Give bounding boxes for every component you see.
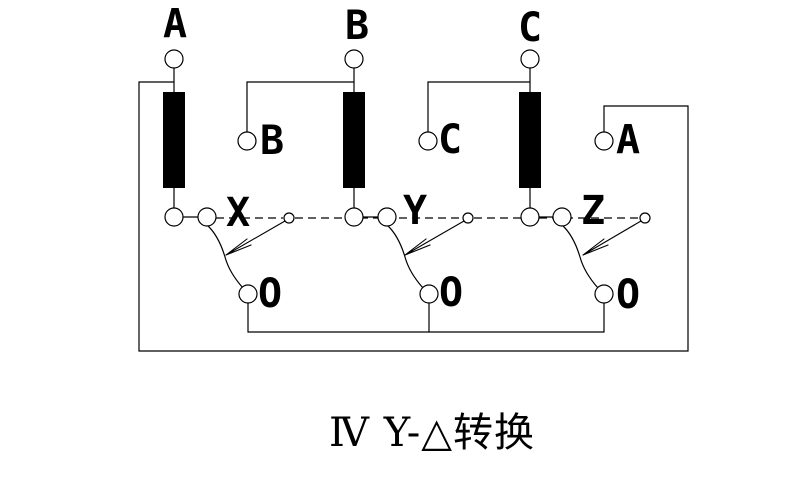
switch-arrow-b [404,220,465,256]
winding-b [343,92,365,188]
label-neutral-o3: O [615,272,641,318]
flex-wire-b [386,224,424,289]
switch-arrow-a [225,220,286,256]
label-phase-c-top: C [517,5,543,51]
label-secondary-c: C [437,117,463,163]
winding-c [519,92,541,188]
terminal-b-top [344,49,364,69]
label-neutral-o1: O [257,271,283,317]
label-winding-end-x: X [225,190,251,236]
secondary-c-link-wire [427,81,531,133]
terminal-neutral-2 [419,284,439,304]
terminal-b-end-2 [377,207,397,227]
flex-wire-a [206,224,244,289]
terminal-a-end-2 [197,207,217,227]
label-secondary-a: A [615,117,641,163]
pivot-point-b [462,212,474,224]
label-winding-end-y: Y [402,188,428,234]
pivot-point-a [283,212,295,224]
terminal-a-top [164,49,184,69]
terminal-secondary-c [418,131,438,151]
label-winding-end-z: Z [580,188,606,234]
figure-caption: Ⅳ Y-△转换 [329,410,535,456]
secondary-b-link-wire [246,81,355,133]
terminal-c-end-2 [552,207,572,227]
terminal-b-end-1 [344,207,364,227]
winding-a [163,92,185,188]
flex-wire-c [561,224,599,289]
terminal-c-end-1 [520,207,540,227]
terminal-c-top [520,49,540,69]
delta-loop-wire [138,81,689,352]
terminal-secondary-a [594,131,614,151]
pivot-point-c [639,212,651,224]
label-phase-b-top: B [344,3,370,49]
label-phase-a-top: A [162,1,188,47]
terminal-secondary-b [237,131,257,151]
terminal-neutral-3 [594,284,614,304]
terminal-a-end-1 [164,207,184,227]
terminal-neutral-1 [238,284,258,304]
switch-arrow-c [582,220,642,256]
label-secondary-b: B [259,118,285,164]
label-neutral-o2: O [438,270,464,316]
